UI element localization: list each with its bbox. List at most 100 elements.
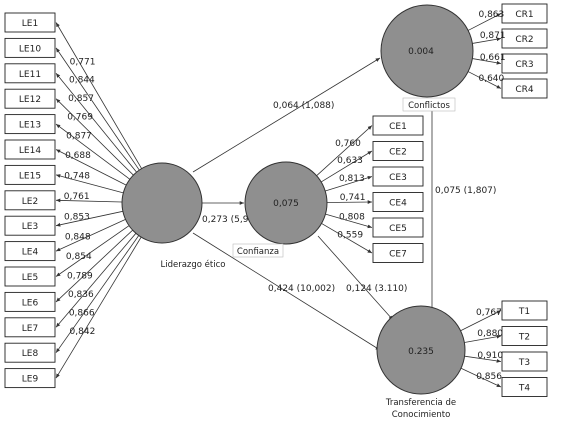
le-indicator-line [55, 123, 131, 180]
t-loading-label: 0,910 [477, 351, 503, 361]
le-indicator-name: LE7 [22, 324, 38, 334]
le-indicator-line [55, 236, 142, 379]
construct-confianza [244, 161, 328, 245]
t-indicator-line [460, 310, 502, 332]
le-indicator-box [4, 12, 56, 33]
le-loading-label: 0,866 [69, 309, 95, 319]
construct-confianza-label-box [232, 243, 284, 258]
le-indicator-name: LE12 [19, 95, 41, 105]
ce-loading-label: 0,813 [339, 174, 365, 184]
cr-indicator-box [501, 53, 548, 74]
construct-transferencia-value: 0.235 [408, 347, 434, 357]
path-label-confianza-transferencia: 0,124 (3.110) [346, 284, 407, 294]
le-loading-label: 0,761 [64, 192, 90, 202]
construct-transferencia-label-2: Conocimiento [392, 410, 451, 420]
construct-conflictos-label: Conflictos [408, 101, 450, 111]
le-indicator-name: LE15 [19, 171, 41, 181]
le-indicator-box [4, 37, 56, 58]
t-indicator-box [501, 377, 548, 397]
cr-indicator-line [472, 58, 502, 65]
le-indicator-name: LE8 [22, 349, 39, 359]
construct-liderazgo-label: Liderazgo ético [161, 259, 226, 270]
cr-loading-label: 0,640 [478, 74, 504, 84]
le-loading-label: 0,789 [67, 271, 93, 281]
indicator-boxes: LE10,771LE100,844LE110,857LE120,769LE130… [4, 3, 548, 397]
le-indicator-box [4, 368, 56, 389]
le-indicator-line [55, 47, 140, 171]
le-loading-label: 0,848 [65, 233, 91, 243]
path-label-conflictos-transferencia: 0,075 (1,807) [435, 186, 496, 196]
ce-indicator-line [321, 223, 373, 254]
le-indicator-line [55, 149, 127, 186]
le-indicator-box [4, 317, 56, 338]
t-indicator-line [464, 334, 502, 343]
le-indicator-line [55, 98, 134, 176]
cr-indicator-box [501, 78, 548, 99]
ce-indicator-box [372, 141, 424, 161]
t-indicator-name: T4 [518, 384, 530, 394]
ce-indicator-name: CE5 [389, 224, 407, 234]
le-loading-label: 0,688 [65, 151, 91, 161]
construct-conflictos-value: 0.004 [408, 47, 434, 57]
t-indicator-name: T2 [518, 333, 530, 343]
le-indicator-line [55, 219, 126, 252]
ce-indicator-box [372, 115, 424, 136]
t-loading-label: 0,856 [476, 372, 502, 382]
le-indicator-box [4, 88, 56, 109]
le-indicator-name: LE4 [22, 248, 39, 258]
le-indicator-line [55, 174, 124, 194]
le-indicator-name: LE1 [22, 19, 38, 29]
t-indicator-line [464, 355, 502, 363]
connector-lines [55, 13, 502, 388]
t-indicator-name: T1 [518, 307, 530, 317]
le-indicator-name: LE6 [22, 298, 39, 308]
le-loading-label: 0,857 [68, 94, 94, 104]
ce-indicator-line [325, 213, 373, 229]
le-loading-label: 0,853 [64, 212, 90, 222]
t-indicator-box [501, 351, 548, 372]
t-indicator-line [460, 367, 502, 388]
le-loading-label: 0,854 [66, 252, 92, 262]
t-loading-label: 0,880 [477, 329, 503, 339]
t-indicator-box [501, 326, 548, 346]
le-indicator-box [4, 190, 56, 211]
ce-indicator-name: CE1 [389, 122, 407, 132]
le-indicator-name: LE2 [22, 197, 38, 207]
construct-transferencia [376, 305, 466, 395]
ce-loading-label: 0,633 [337, 156, 363, 166]
le-indicator-line [55, 233, 137, 328]
le-indicator-name: LE10 [19, 44, 41, 54]
le-indicator-line [55, 229, 133, 303]
t-indicator-name: T3 [518, 358, 530, 368]
path-confianza-transferencia [317, 235, 394, 321]
cr-loading-label: 0,863 [478, 10, 504, 20]
le-indicator-box [4, 342, 56, 363]
le-indicator-name: LE5 [22, 273, 38, 283]
le-indicator-name: LE14 [19, 146, 41, 156]
le-loading-label: 0,748 [64, 171, 90, 181]
ce-indicator-box [372, 192, 424, 212]
le-indicator-line [55, 235, 140, 353]
ce-indicator-line [325, 175, 373, 192]
cr-indicator-box [501, 3, 548, 24]
path-label-le-transferencia: 0,424 (10,002) [268, 284, 335, 294]
path-le-transferencia [192, 232, 381, 351]
construct-confianza-value: 0,075 [273, 199, 299, 209]
le-loading-label: 0,842 [70, 327, 96, 337]
t-loading-label: 0,767 [476, 308, 502, 318]
cr-indicator-name: CR1 [515, 10, 533, 20]
ce-indicator-box [372, 166, 424, 187]
construct-confianza-label: Confianza [237, 247, 279, 257]
le-indicator-line [55, 22, 142, 169]
cr-indicator-name: CR2 [515, 35, 533, 45]
ce-indicator-line [326, 200, 373, 204]
le-indicator-box [4, 139, 56, 160]
le-indicator-line [55, 73, 137, 173]
ce-loading-label: 0,559 [337, 231, 363, 241]
cr-indicator-name: CR4 [515, 85, 534, 95]
le-loading-label: 0,844 [69, 76, 95, 86]
le-indicator-box [4, 266, 56, 287]
ce-indicator-line [320, 150, 373, 183]
ce-indicator-name: CE4 [389, 199, 407, 209]
